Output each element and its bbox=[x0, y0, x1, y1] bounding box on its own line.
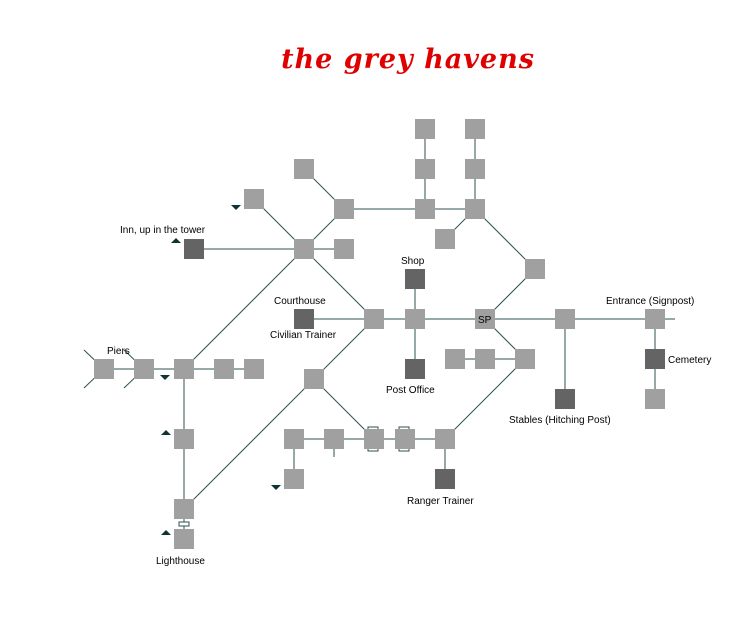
room[interactable] bbox=[294, 159, 314, 179]
room-shop[interactable] bbox=[405, 269, 425, 289]
room[interactable] bbox=[94, 359, 114, 379]
room[interactable] bbox=[324, 429, 344, 449]
up-arrow-icon bbox=[171, 238, 181, 243]
down-arrow-icon bbox=[231, 205, 241, 210]
room[interactable] bbox=[174, 359, 194, 379]
room-ranger-trainer[interactable] bbox=[435, 469, 455, 489]
label-sp: SP bbox=[478, 315, 492, 326]
room-connections bbox=[83, 129, 675, 539]
label-ranger-trainer: Ranger Trainer bbox=[407, 496, 474, 507]
room-courthouse[interactable] bbox=[294, 309, 314, 329]
room-post-office[interactable] bbox=[405, 359, 425, 379]
label-inn: Inn, up in the tower bbox=[120, 225, 206, 236]
label-courthouse: Courthouse bbox=[274, 296, 326, 307]
room[interactable] bbox=[174, 429, 194, 449]
label-shop: Shop bbox=[401, 256, 425, 267]
room[interactable] bbox=[415, 159, 435, 179]
label-stables: Stables (Hitching Post) bbox=[509, 415, 611, 426]
room[interactable] bbox=[294, 239, 314, 259]
room[interactable] bbox=[174, 499, 194, 519]
room[interactable] bbox=[645, 389, 665, 409]
room[interactable] bbox=[415, 199, 435, 219]
room[interactable] bbox=[445, 349, 465, 369]
room[interactable] bbox=[435, 429, 455, 449]
room[interactable] bbox=[405, 309, 425, 329]
room[interactable] bbox=[334, 199, 354, 219]
room[interactable] bbox=[395, 429, 415, 449]
room[interactable] bbox=[465, 159, 485, 179]
room[interactable] bbox=[284, 429, 304, 449]
label-lighthouse: Lighthouse bbox=[156, 556, 205, 567]
room[interactable] bbox=[555, 309, 575, 329]
room-entrance[interactable] bbox=[645, 309, 665, 329]
up-arrow-icon bbox=[161, 530, 171, 535]
up-arrow-icon bbox=[161, 430, 171, 435]
room-cemetery[interactable] bbox=[645, 349, 665, 369]
room-lighthouse[interactable] bbox=[174, 529, 194, 549]
down-arrow-icon bbox=[160, 375, 170, 380]
label-entrance: Entrance (Signpost) bbox=[606, 296, 694, 307]
room[interactable] bbox=[304, 369, 324, 389]
room[interactable] bbox=[465, 119, 485, 139]
room[interactable] bbox=[244, 359, 264, 379]
room[interactable] bbox=[525, 259, 545, 279]
room[interactable] bbox=[244, 189, 264, 209]
label-post-office: Post Office bbox=[386, 385, 435, 396]
room-stables[interactable] bbox=[555, 389, 575, 409]
down-arrow-icon bbox=[271, 485, 281, 490]
label-piers: Piers bbox=[107, 346, 130, 357]
room[interactable] bbox=[415, 119, 435, 139]
rooms bbox=[94, 119, 665, 549]
label-cemetery: Cemetery bbox=[668, 355, 711, 366]
label-civilian-trainer: Civilian Trainer bbox=[270, 330, 337, 341]
location-labels: Inn, up in the tower Shop Courthouse Civ… bbox=[107, 225, 711, 567]
room-piers[interactable] bbox=[134, 359, 154, 379]
room[interactable] bbox=[465, 199, 485, 219]
room[interactable] bbox=[475, 349, 495, 369]
room[interactable] bbox=[515, 349, 535, 369]
room-inn[interactable] bbox=[184, 239, 204, 259]
room[interactable] bbox=[214, 359, 234, 379]
room-sp[interactable] bbox=[475, 309, 495, 329]
map-title: the grey havens bbox=[281, 44, 535, 75]
exit-arrows bbox=[160, 205, 281, 535]
room[interactable] bbox=[364, 429, 384, 449]
room[interactable] bbox=[435, 229, 455, 249]
room[interactable] bbox=[334, 239, 354, 259]
room[interactable] bbox=[284, 469, 304, 489]
room[interactable] bbox=[364, 309, 384, 329]
